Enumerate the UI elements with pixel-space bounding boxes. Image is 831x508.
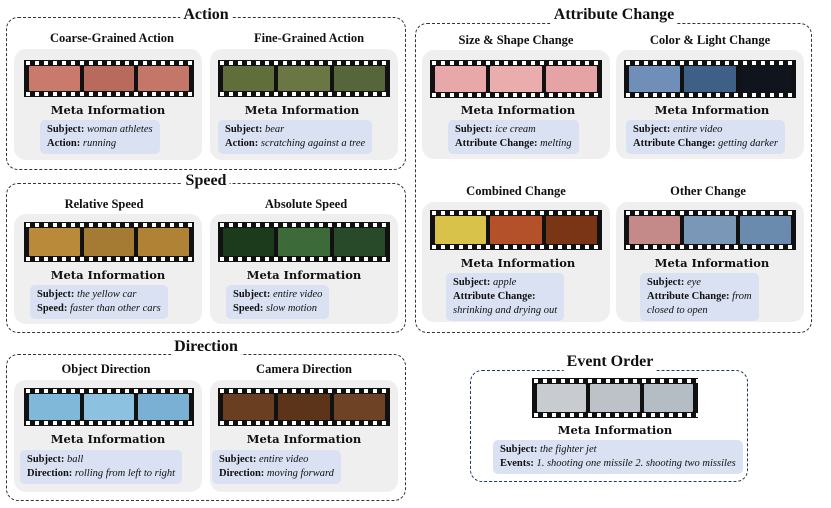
camera-direction-caption: Camera Direction (256, 362, 352, 376)
combined-change-caption: Combined Change (466, 184, 566, 198)
video-frame (28, 228, 80, 256)
video-frame (643, 384, 694, 412)
combined-change-filmstrip (430, 210, 602, 250)
absolute-speed-filmstrip (218, 222, 390, 262)
video-frame (138, 393, 190, 421)
video-frame (222, 65, 275, 92)
video-frame (222, 228, 275, 256)
video-frame (739, 216, 792, 244)
fine-grained-caption: Fine-Grained Action (253, 31, 365, 45)
video-frame (83, 393, 135, 421)
coarse-grained-filmstrip (24, 60, 194, 97)
relative-speed-meta-box: Subject: the yellow car Speed: faster th… (30, 285, 168, 319)
event-order-filmstrip (532, 378, 698, 418)
object-direction-meta-box: Subject: ball Direction: rolling from le… (20, 450, 183, 484)
action-title: Action (180, 6, 232, 24)
color-light-meta-box: Subject: entire video Attribute Change: … (626, 120, 785, 154)
video-frame (536, 384, 587, 412)
relative-speed-filmstrip (24, 222, 194, 262)
camera-direction-filmstrip (218, 388, 390, 426)
video-frame (28, 65, 80, 92)
video-frame (628, 216, 681, 244)
video-frame (333, 228, 386, 256)
relative-speed-caption: Relative Speed (64, 197, 144, 211)
camera-direction-meta-box: Subject: entire video Direction: moving … (212, 450, 341, 484)
video-frame (28, 393, 80, 421)
video-frame (138, 228, 190, 256)
color-light-filmstrip (624, 60, 796, 98)
combined-change-meta-box: Subject: apple Attribute Change: shrinki… (446, 273, 565, 321)
video-frame (490, 65, 542, 93)
combined-change-meta-title: Meta Information (460, 256, 576, 270)
object-direction-meta-title: Meta Information (50, 432, 166, 446)
other-change-meta-title: Meta Information (654, 256, 770, 270)
other-change-meta-box: Subject: eye Attribute Change: from clos… (640, 273, 759, 321)
color-light-caption: Color & Light Change (649, 33, 771, 47)
speed-title: Speed (182, 172, 230, 190)
video-frame (333, 65, 386, 92)
video-frame (684, 216, 736, 244)
absolute-speed-caption: Absolute Speed (264, 197, 348, 211)
video-frame (684, 65, 736, 93)
video-frame (333, 393, 386, 421)
other-change-caption: Other Change (670, 184, 746, 198)
absolute-speed-meta-box: Subject: entire video Speed: slow motion (226, 285, 330, 319)
camera-direction-meta-title: Meta Information (246, 432, 362, 446)
video-frame (590, 384, 640, 412)
video-frame (278, 228, 330, 256)
video-frame (434, 65, 487, 93)
coarse-grained-meta-title: Meta Information (50, 103, 166, 117)
fine-grained-meta-box: Subject: bear Action: scratching against… (218, 120, 373, 154)
event-order-meta-box: Subject: the fighter jet Events: 1. shoo… (493, 440, 743, 474)
video-frame (83, 65, 135, 92)
video-frame (628, 65, 681, 93)
video-frame (490, 216, 542, 244)
fine-grained-meta-title: Meta Information (244, 103, 360, 117)
absolute-speed-meta-title: Meta Information (246, 268, 362, 282)
relative-speed-meta-title: Meta Information (50, 268, 166, 282)
event-order-meta-title: Meta Information (557, 423, 673, 437)
other-change-filmstrip (624, 210, 796, 250)
size-shape-caption: Size & Shape Change (458, 33, 574, 47)
video-frame (545, 65, 598, 93)
coarse-grained-caption: Coarse-Grained Action (50, 31, 174, 45)
size-shape-meta-box: Subject: ice cream Attribute Change: mel… (448, 120, 579, 154)
size-shape-filmstrip (430, 60, 602, 98)
color-light-meta-title: Meta Information (654, 103, 770, 117)
direction-title: Direction (171, 338, 241, 356)
video-frame (278, 393, 330, 421)
video-frame (434, 216, 487, 244)
video-frame (138, 65, 190, 92)
coarse-grained-meta-box: Subject: woman athletes Action: running (40, 120, 160, 154)
video-frame (83, 228, 135, 256)
video-frame (222, 393, 275, 421)
size-shape-meta-title: Meta Information (460, 103, 576, 117)
fine-grained-filmstrip (218, 60, 390, 97)
video-frame (278, 65, 330, 92)
object-direction-filmstrip (24, 388, 194, 426)
attribute-change-title: Attribute Change (550, 6, 678, 24)
event-order-title: Event Order (563, 353, 657, 371)
object-direction-caption: Object Direction (61, 362, 151, 376)
video-frame (545, 216, 598, 244)
video-frame (739, 65, 792, 93)
